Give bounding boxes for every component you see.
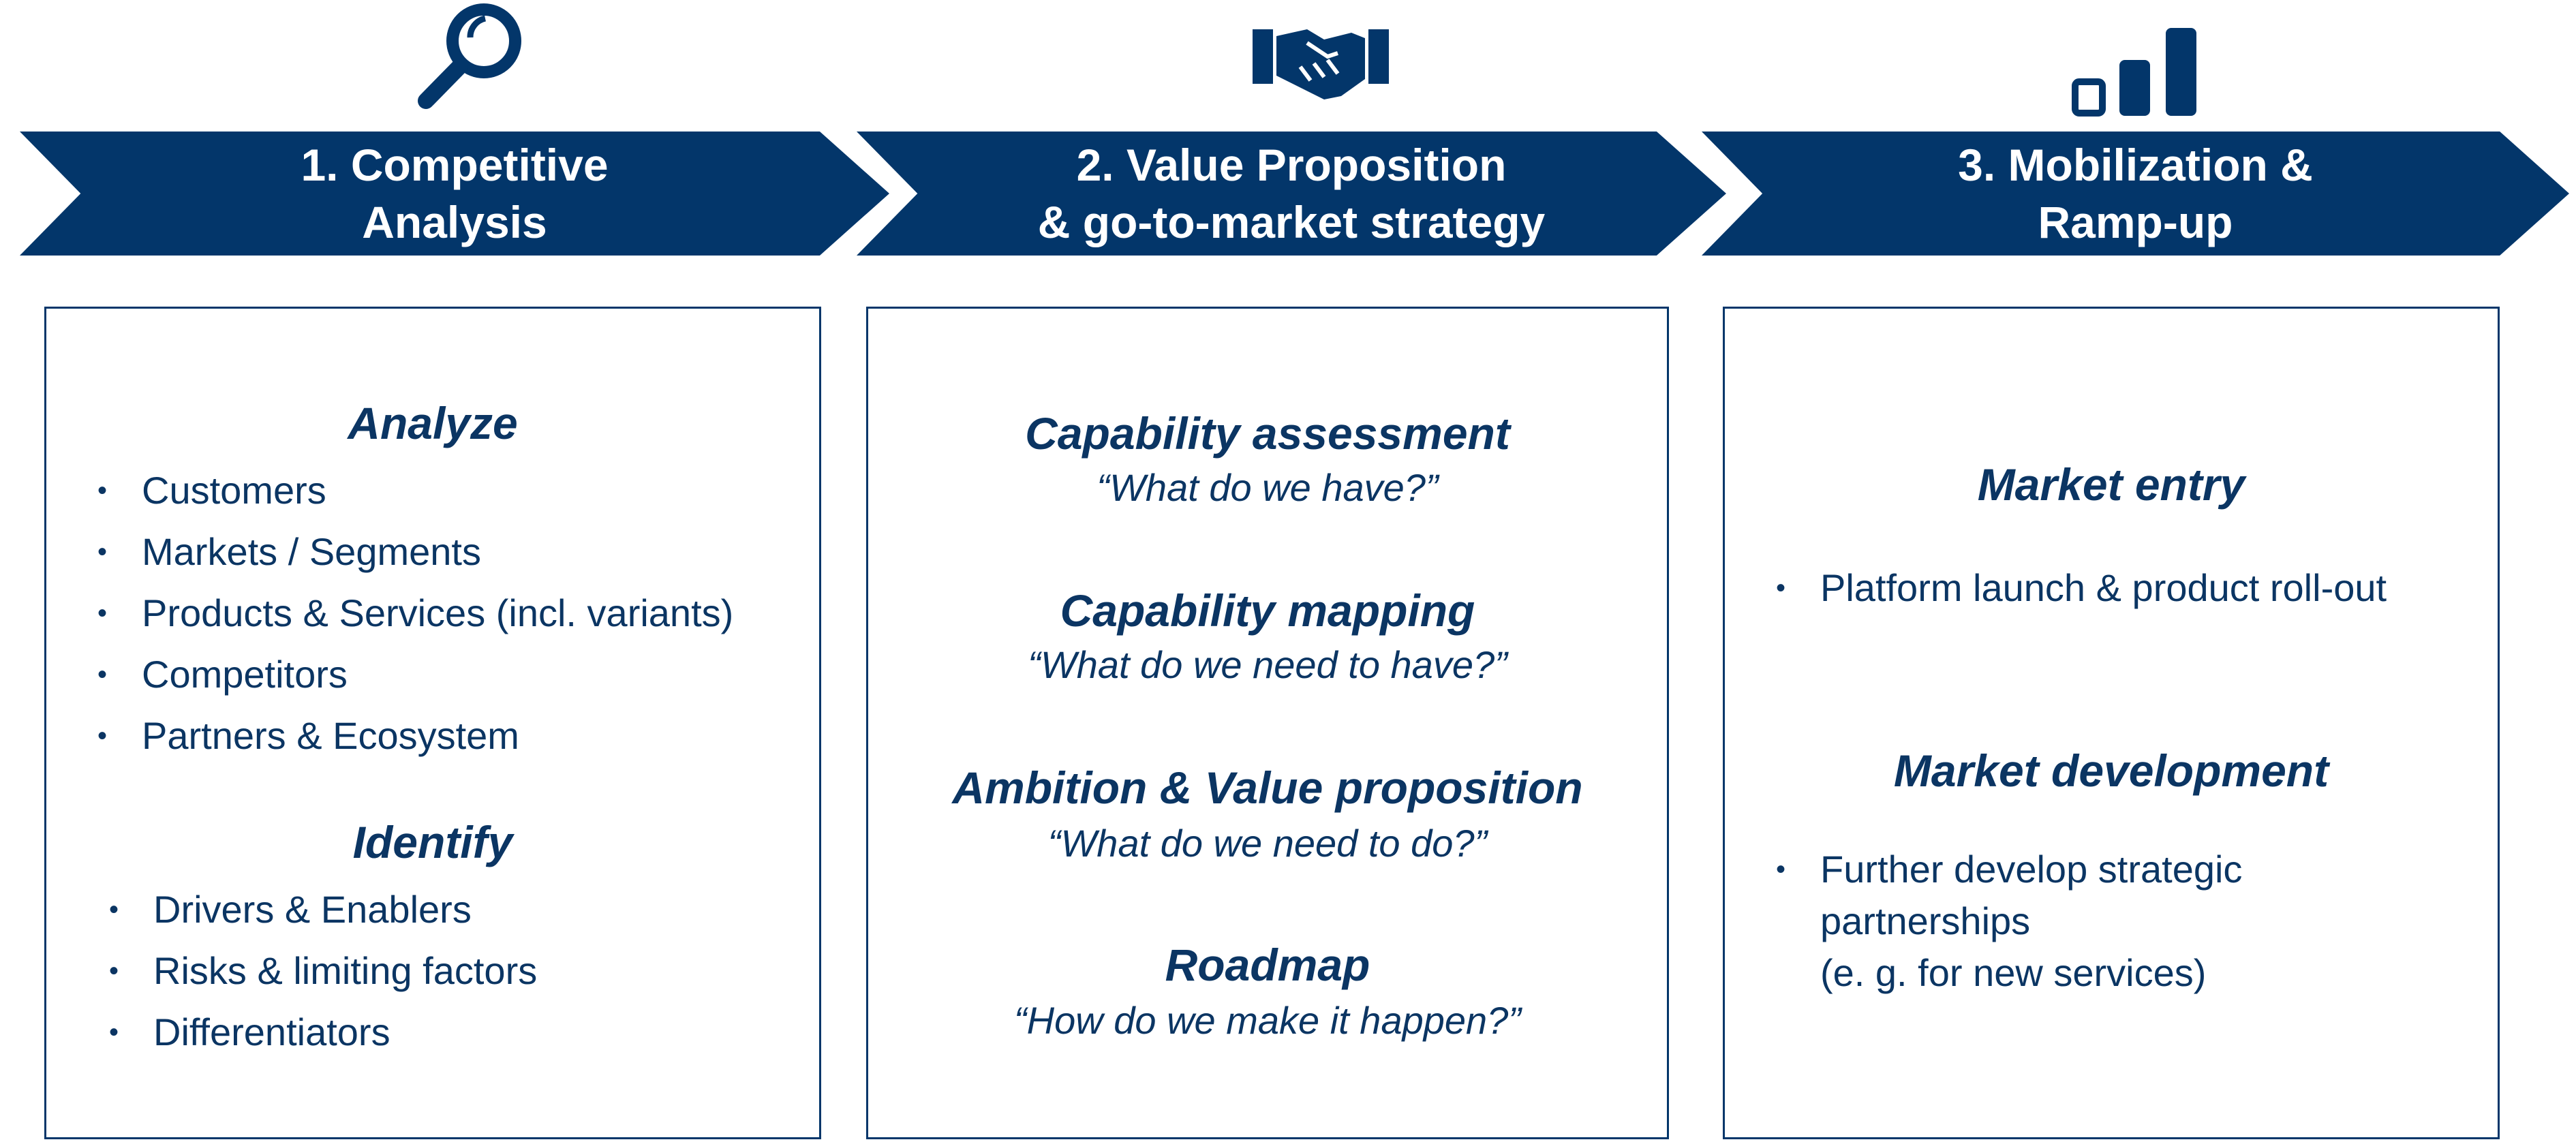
list-item-line: Further develop strategic (1820, 848, 2243, 891)
step-3-title-line2: Ramp-up (2038, 197, 2233, 247)
list-item: Further develop strategic partnerships (e.… (1776, 844, 2242, 999)
step-2-chevron: 2. Value Proposition & go-to-market strat… (857, 132, 1726, 256)
analyze-heading: Analyze (348, 398, 518, 448)
step-3-title-line1: 3. Mobilization & (1958, 140, 2313, 190)
section-question: “What do we have?” (1097, 466, 1439, 509)
section-title: Roadmap (1165, 940, 1370, 990)
list-item: Partners & Ecosystem (97, 705, 733, 767)
list-item: Products & Services (incl. variants) (97, 583, 733, 644)
competitive-analysis-box: Analyze Customers Markets / Segments Pro… (44, 307, 821, 1139)
list-item: Competitors (97, 644, 733, 705)
list-item: Differentiators (109, 1002, 537, 1063)
list-item: Drivers & Enablers (109, 879, 537, 940)
market-entry-heading: Market entry (1977, 459, 2245, 510)
analyze-list: Customers Markets / Segments Products & … (97, 460, 733, 767)
market-development-heading: Market development (1893, 745, 2329, 796)
handshake-icon (1253, 29, 1389, 99)
list-item: Risks & limiting factors (109, 940, 537, 1002)
section-title: Capability mapping (1060, 585, 1475, 636)
market-entry-list: Platform launch & product roll-out (1776, 557, 2387, 619)
section-question: “What do we need to have?” (1028, 643, 1507, 686)
step-1-title-line2: Analysis (362, 197, 547, 247)
section-title: Capability assessment (1025, 408, 1510, 459)
section-question: “What do we need to do?” (1047, 822, 1488, 865)
market-development-list: Further develop strategic partnerships (e.… (1776, 844, 2242, 999)
step-3-chevron: 3. Mobilization & Ramp-up (1702, 132, 2569, 256)
mobilization-box: Market entry Platform launch & product r… (1723, 307, 2500, 1139)
step-2-title-line2: & go-to-market strategy (1037, 197, 1546, 247)
list-item-line: (e. g. for new services) (1820, 951, 2207, 994)
bar-chart-icon (2072, 28, 2196, 117)
list-item: Markets / Segments (97, 521, 733, 583)
section-question: “How do we make it happen?” (1014, 999, 1521, 1042)
list-item: Platform launch & product roll-out (1776, 557, 2387, 619)
identify-list: Drivers & Enablers Risks & limiting fact… (109, 879, 537, 1063)
step-2-title-line1: 2. Value Proposition (1076, 140, 1507, 190)
value-proposition-box: Capability assessment “What do we have?”… (866, 307, 1669, 1139)
step-1-title-line1: 1. Competitive (301, 140, 609, 190)
identify-heading: Identify (352, 817, 513, 867)
list-item-line: partnerships (1820, 899, 2031, 942)
list-item: Customers (97, 460, 733, 521)
section-title: Ambition & Value proposition (952, 762, 1583, 813)
magnifier-icon (418, 3, 521, 109)
